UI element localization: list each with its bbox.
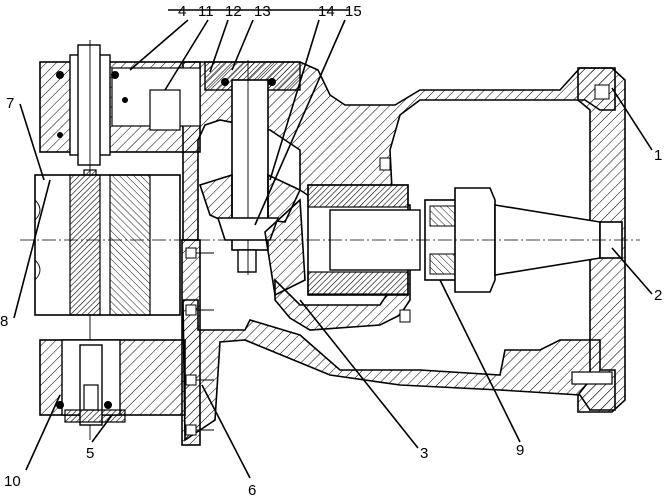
- label-15: 15: [345, 3, 362, 20]
- label-11: 11: [198, 3, 214, 20]
- label-5: 5: [86, 445, 94, 462]
- label-13: 13: [254, 3, 271, 20]
- part-labels: 1 2 3 4 5 6 7 8 9 10 11 12 13 14 15: [0, 3, 662, 499]
- spur-gear-section: [34, 174, 181, 316]
- vertical-bevel-shaft: [198, 60, 302, 275]
- leader-lines: [13, 9, 653, 479]
- label-2: 2: [654, 287, 662, 304]
- label-1: 1: [654, 147, 662, 164]
- label-14: 14: [318, 3, 335, 20]
- label-3: 3: [420, 445, 428, 462]
- label-9: 9: [516, 442, 524, 459]
- label-8: 8: [0, 313, 8, 330]
- label-4: 4: [178, 3, 186, 20]
- label-6: 6: [248, 482, 256, 499]
- label-7: 7: [6, 95, 14, 112]
- label-10: 10: [4, 473, 21, 490]
- left-lower-bearing-assembly: [39, 339, 186, 426]
- fastener-bolts: [185, 84, 613, 436]
- label-12: 12: [225, 3, 242, 20]
- horizontal-output-shaft: [20, 184, 640, 297]
